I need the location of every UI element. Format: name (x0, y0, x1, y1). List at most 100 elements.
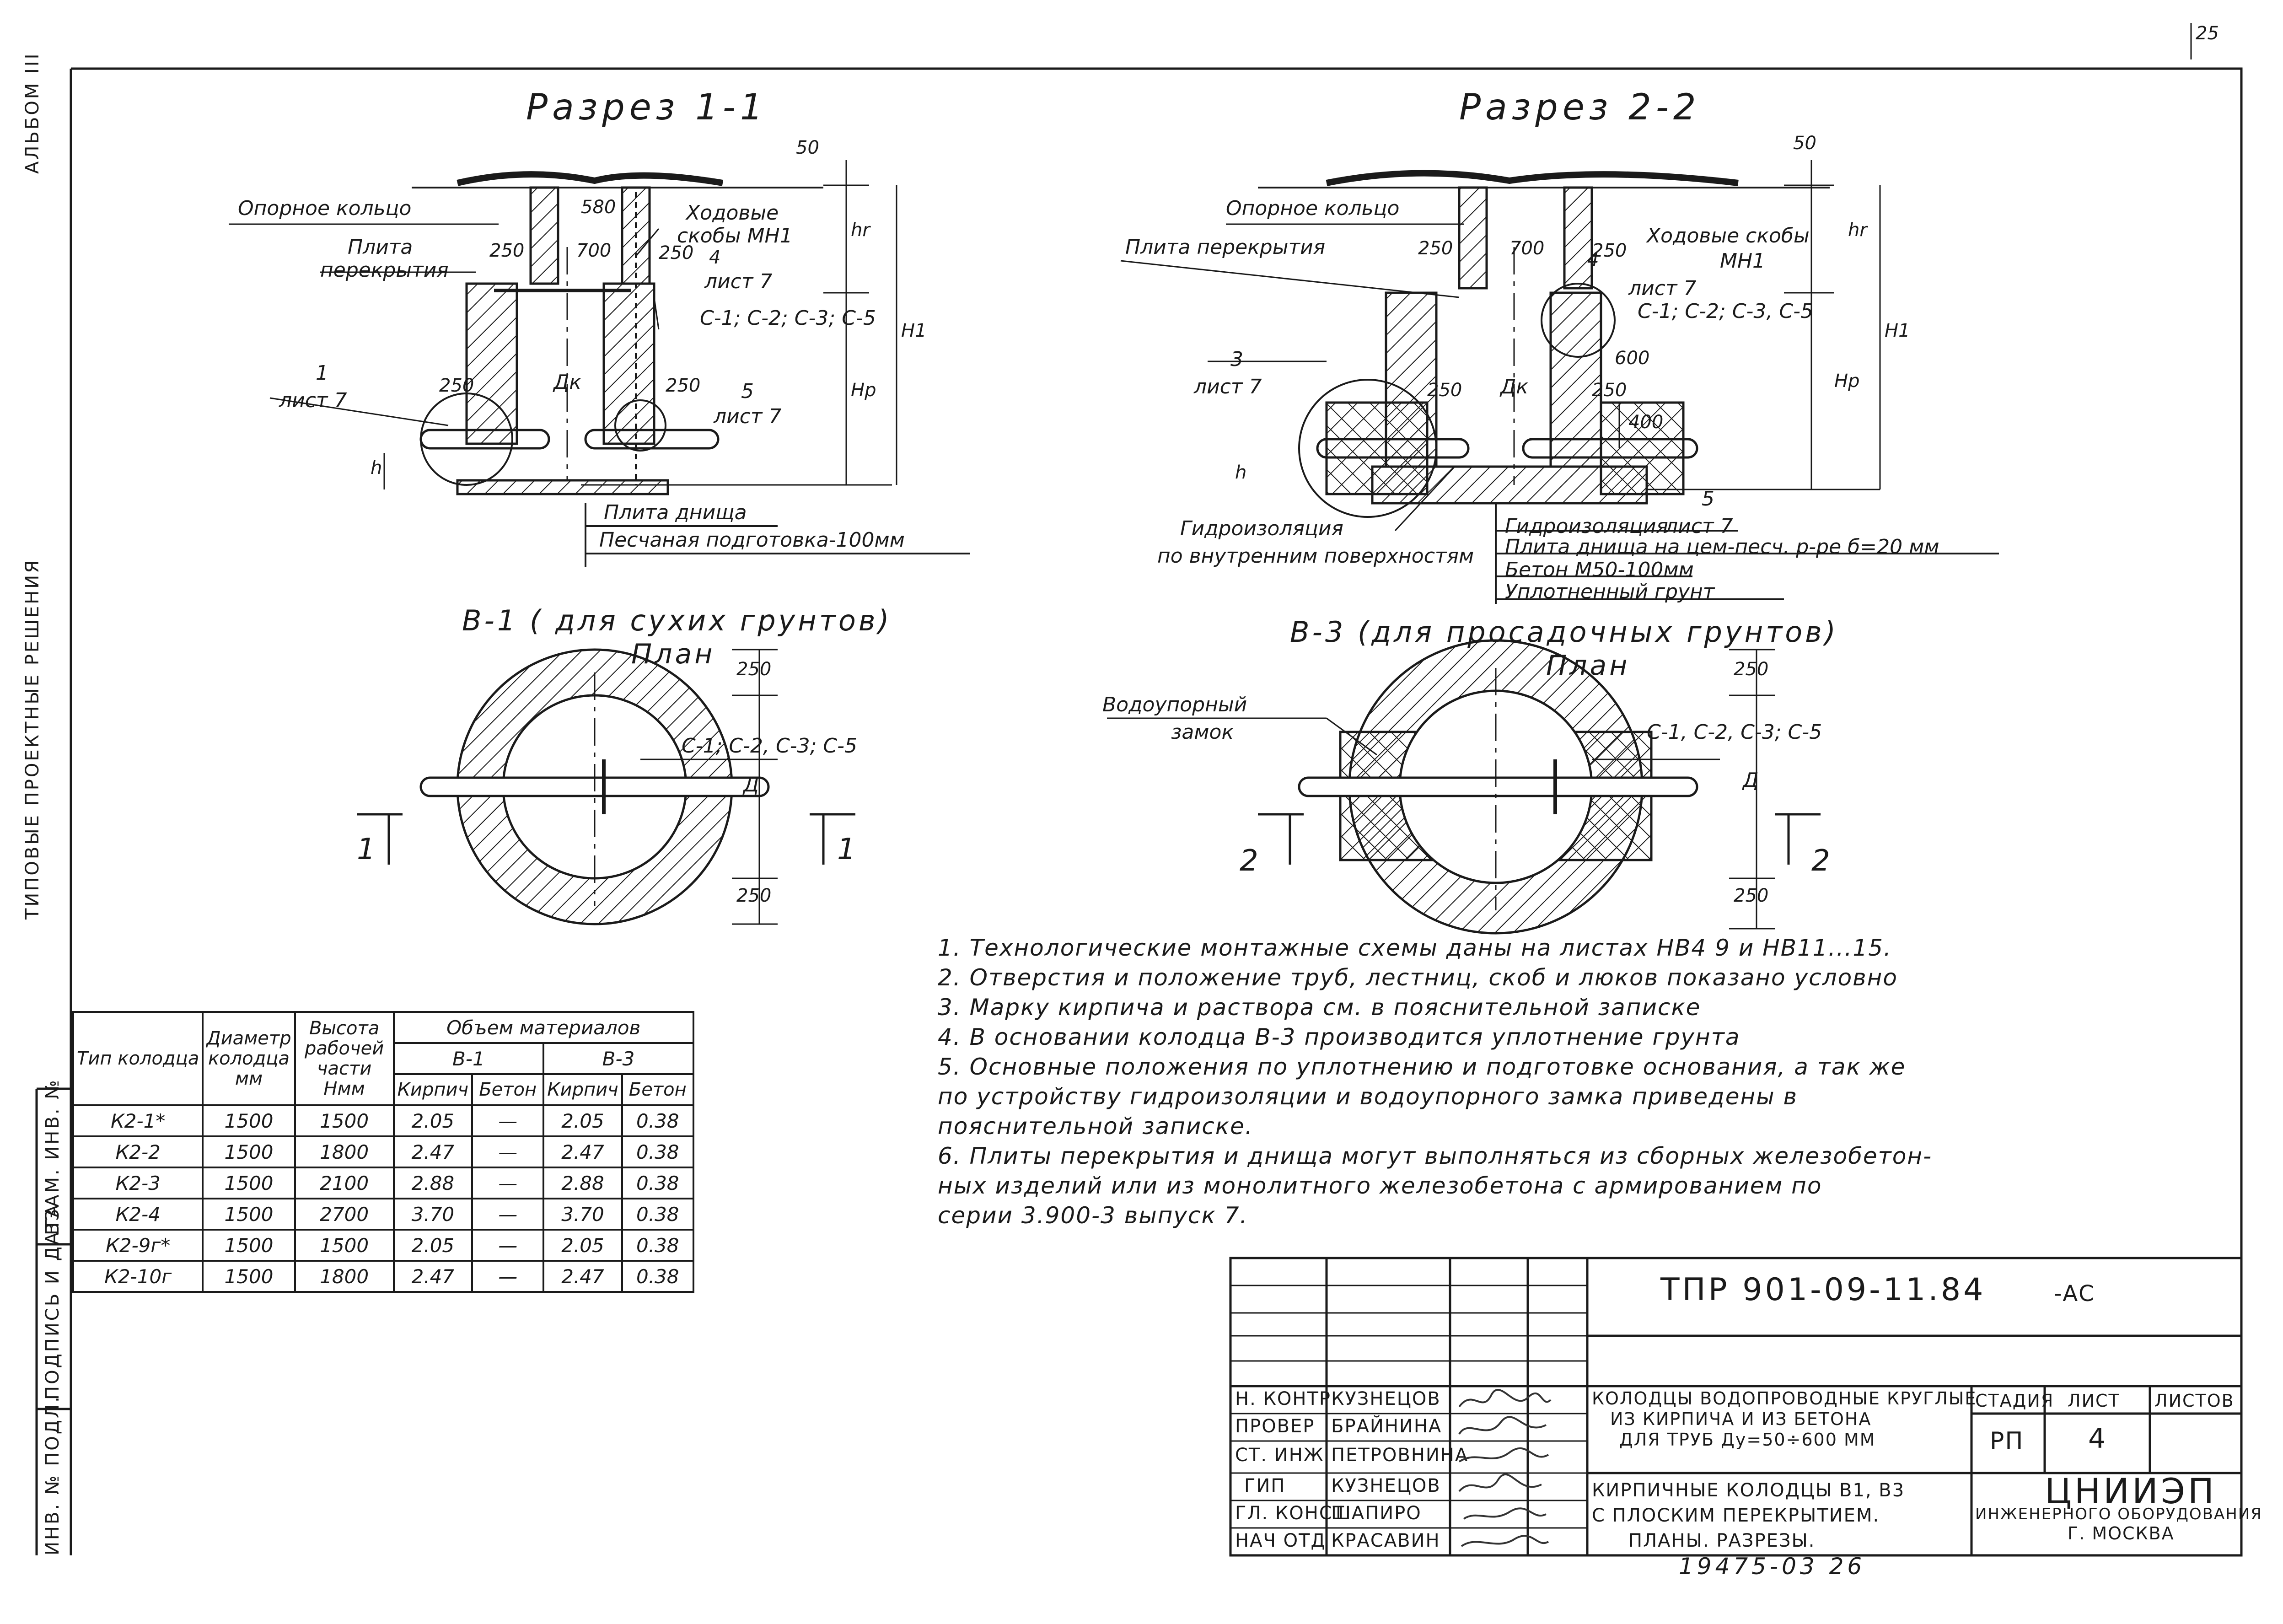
s1-steps-sheet: лист 7 (704, 270, 773, 293)
archive-number: 19475-03 26 (1679, 1553, 1866, 1580)
stamp-role: СТ. ИНЖ (1235, 1445, 1324, 1466)
s2-dim-hr: hr (1848, 220, 1867, 241)
plan-b1-clips: С-1; С-2, С-3; С-5 (682, 734, 857, 758)
cell-type: К2-9г* (72, 1229, 204, 1262)
cell-b3-concrete: 0.38 (621, 1229, 694, 1262)
stamp-role: ГИП (1244, 1475, 1286, 1496)
plan-b3-cut-left: 2 (1240, 844, 1258, 878)
s2-dim-400: 400 (1628, 412, 1664, 433)
s1-support-ring: Опорное кольцо (238, 197, 412, 220)
s2-ref3-sheet: лист 7 (1194, 375, 1262, 398)
frame-line (71, 67, 2243, 1555)
th-volume: Объем материалов (392, 1011, 694, 1044)
cell-diam: 1500 (202, 1198, 296, 1231)
stamp-stage: РП (1990, 1427, 2024, 1455)
s1-bottom-slab: Плита днища (604, 501, 747, 524)
title-block-lines (1229, 1257, 2243, 1557)
s1-dim-250a: 250 (489, 240, 525, 261)
cell-diam: 1500 (202, 1104, 296, 1137)
stamp-sheet-title-2: С ПЛОСКИМ ПЕРЕКРЫТИЕМ. (1592, 1505, 1880, 1526)
note-line: серии 3.900-3 выпуск 7. (938, 1202, 1248, 1229)
cell-b1-brick: 2.47 (392, 1135, 473, 1168)
s1-slab-1: Плита (348, 236, 413, 259)
note-line: 3. Марку кирпича и раствора см. в поясни… (938, 994, 1701, 1021)
cell-b3-brick: 2.05 (543, 1104, 623, 1137)
s2-dim-250a: 250 (1418, 238, 1453, 259)
s1-dk: Дк (553, 371, 581, 394)
s1-ref5-num: 5 (741, 380, 754, 403)
s1-ref5-sheet: лист 7 (714, 405, 782, 428)
cell-b3-concrete: 0.38 (621, 1104, 694, 1137)
th-diam: Диаметр колодца мм (202, 1011, 296, 1106)
th-type: Тип колодца (72, 1011, 204, 1106)
note-line: по устройству гидроизоляции и водоупорно… (938, 1083, 1798, 1110)
plan-b3-dim-D: Д (1743, 769, 1759, 792)
s2-slab: Плита перекрытия (1125, 236, 1326, 259)
plan-b1-drawing (357, 648, 855, 925)
cell-height: 1500 (294, 1104, 395, 1137)
stamp-name: ПЕТРОВНИНА (1331, 1445, 1469, 1466)
s1-clips: С-1; С-2; С-3; С-5 (700, 307, 876, 330)
stamp-code: ТПР 901-09-11.84 (1660, 1272, 1986, 1308)
note-line: пояснительной записке. (938, 1113, 1253, 1140)
s1-dim-250b: 250 (659, 242, 694, 263)
plan-b1-dim-250b: 250 (736, 885, 772, 906)
note-line: 1. Технологические монтажные схемы даны … (938, 935, 1892, 961)
plan-b1-cut-right: 1 (837, 833, 856, 866)
cell-type: К2-10г (72, 1260, 204, 1293)
s1-sand: Песчаная подготовка-100мм (599, 528, 905, 552)
stamp-org-3: Г. МОСКВА (2068, 1523, 2175, 1543)
cell-height: 1800 (294, 1260, 395, 1293)
plan-b3-cut-right: 2 (1811, 844, 1830, 878)
s2-dim-50: 50 (1793, 133, 1816, 154)
cell-diam: 1500 (202, 1167, 296, 1199)
plan-b3-dim-250b: 250 (1734, 885, 1769, 906)
cell-b1-brick: 2.47 (392, 1260, 473, 1293)
s1-steps-1: Ходовые (686, 201, 779, 225)
cell-b1-brick: 2.05 (392, 1104, 473, 1137)
s1-dim-Hp: Hр (851, 380, 876, 401)
stamp-object-2: ИЗ КИРПИЧА И ИЗ БЕТОНА (1610, 1409, 1872, 1429)
plan-b3-lock-2: замок (1171, 721, 1234, 744)
cell-b3-concrete: 0.38 (621, 1167, 694, 1199)
section-2-title: Разрез 2-2 (1459, 87, 1701, 128)
note-line: 6. Плиты перекрытия и днища могут выполн… (938, 1143, 1933, 1169)
stamp-name: КРАСАВИН (1331, 1530, 1440, 1551)
th-b1: В-1 (392, 1042, 545, 1075)
s2-layer-2: Плита днища на цем-песч. р-ре б=20 мм (1505, 535, 1939, 559)
cell-type: К2-3 (72, 1167, 204, 1199)
inv-no-label: ИНВ. № ПОДЛ. (42, 1395, 63, 1555)
cell-height: 2100 (294, 1167, 395, 1199)
plan-b1-dim-250a: 250 (736, 659, 772, 680)
section-1-1-drawing (229, 160, 970, 567)
cell-b3-concrete: 0.38 (621, 1198, 694, 1231)
s2-layer-4: Уплотненный грунт (1505, 580, 1715, 603)
s2-clips: С-1; С-2; С-3, С-5 (1638, 300, 1813, 323)
cell-b3-brick: 2.88 (543, 1167, 623, 1199)
cell-b3-brick: 2.47 (543, 1260, 623, 1293)
s2-ref5-num: 5 (1702, 487, 1714, 511)
th-height: Высота рабочей части Нмм (294, 1011, 395, 1106)
s2-layer-1: Гидроизоляция (1505, 515, 1668, 538)
s1-dim-50: 50 (796, 137, 819, 158)
th-b3-concrete: Бетон (621, 1073, 694, 1106)
s2-dim-600: 600 (1615, 348, 1650, 369)
stamp-name: КУЗНЕЦОВ (1331, 1475, 1441, 1496)
note-line: 4. В основании колодца В-3 производится … (938, 1024, 1740, 1050)
cell-b1-concrete: — (471, 1167, 545, 1199)
note-line: 5. Основные положения по уплотнению и по… (938, 1054, 1906, 1080)
s2-steps-mn: МН1 (1720, 249, 1766, 273)
cell-b3-brick: 2.05 (543, 1229, 623, 1262)
plan-b3-drawing (1107, 639, 1821, 935)
stamp-org-1: ЦНИИЭП (2045, 1471, 2217, 1511)
th-b1-brick: Кирпич (392, 1073, 473, 1106)
plan-b3-dim-250a: 250 (1734, 659, 1769, 680)
s2-dim-h: h (1235, 462, 1247, 483)
cell-b1-concrete: — (471, 1198, 545, 1231)
s1-steps-num: 4 (709, 247, 721, 268)
s2-dim-700: 700 (1509, 238, 1545, 259)
s1-dim-hr: hr (851, 220, 870, 241)
cell-height: 2700 (294, 1198, 395, 1231)
